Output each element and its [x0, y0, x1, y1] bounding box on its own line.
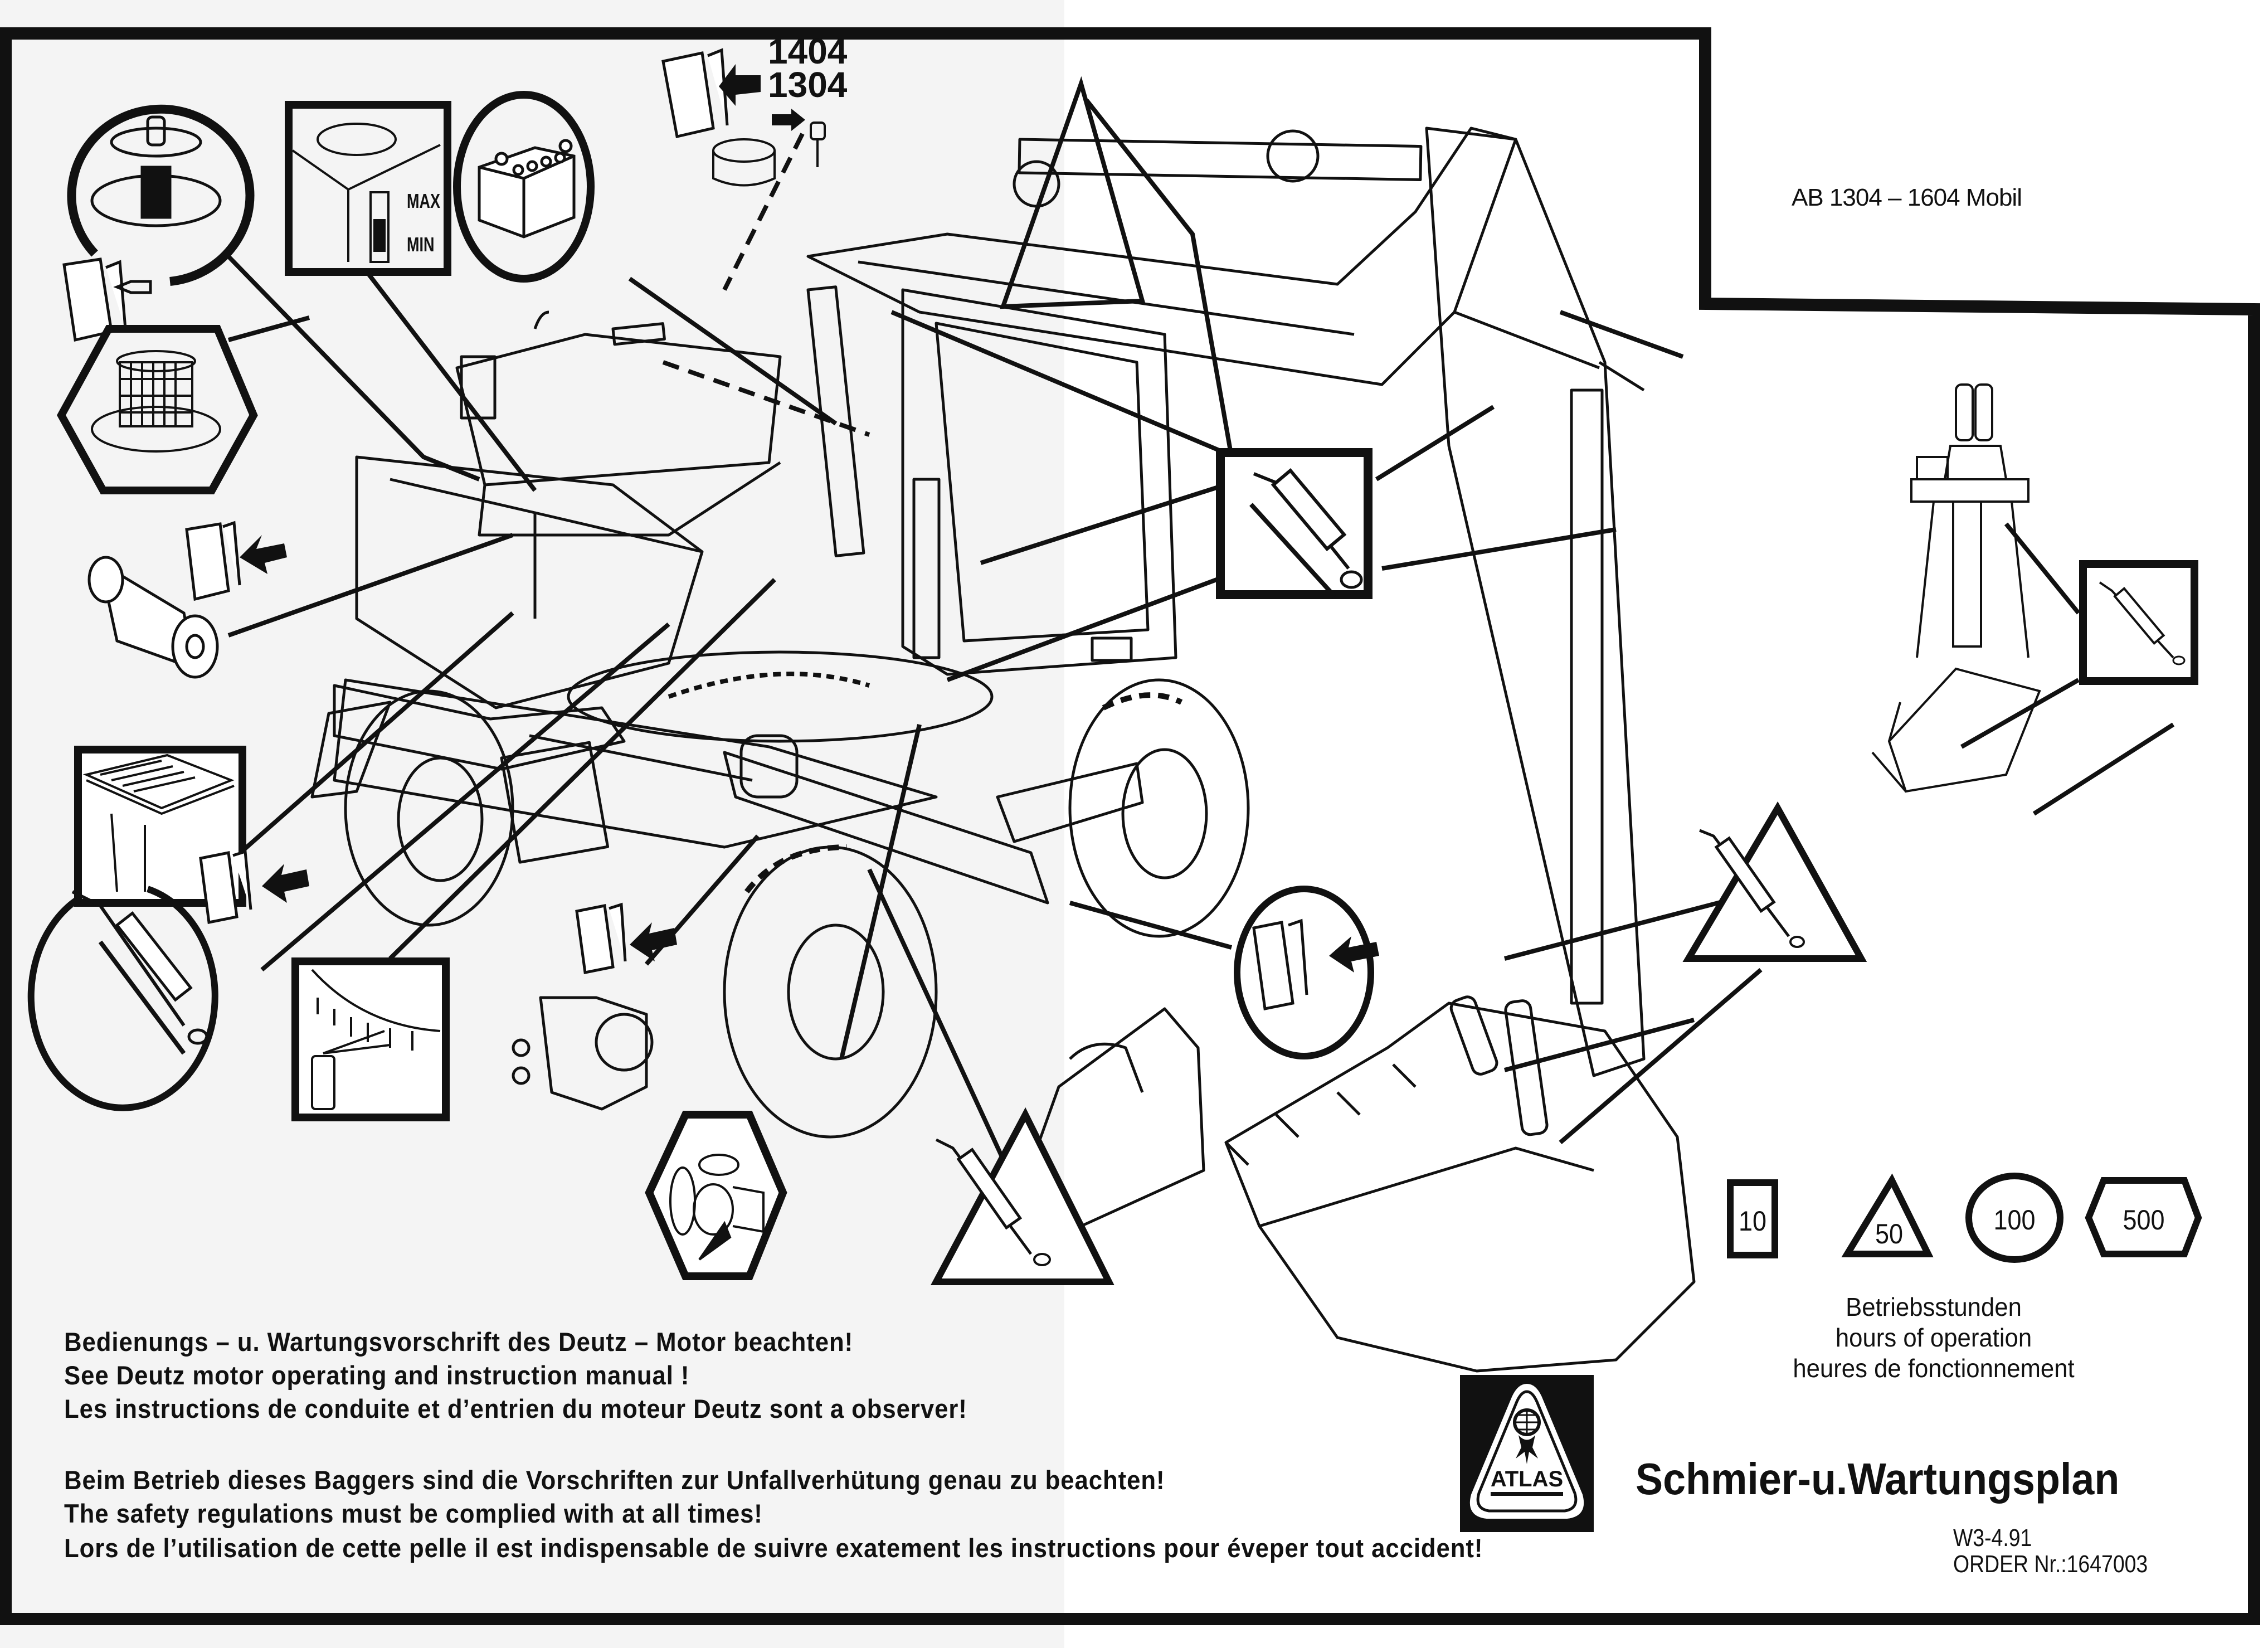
grease-gun-icon-bottom — [935, 1138, 1051, 1266]
rear-wheel — [344, 689, 514, 927]
interval-500-hours: 500 — [2123, 1204, 2165, 1236]
atlas-logo-text: ATLAS — [1491, 1467, 1563, 1491]
interval-50-hours: 50 — [1875, 1218, 1904, 1250]
air-filter-element-icon — [90, 115, 222, 227]
hours-caption-en: hours of operation — [1835, 1323, 2032, 1352]
callout-square-grease-center — [1216, 448, 1373, 599]
counterweight — [333, 684, 626, 771]
atlas-logo: ATLAS — [1460, 1375, 1594, 1532]
callout-triangle-grease-bottom — [931, 1107, 1114, 1285]
page-border — [0, 27, 2260, 1625]
fuel-filter-cartridge-icon — [87, 556, 219, 679]
radiator-cleaning-icon — [82, 753, 235, 892]
dozer-blade — [310, 701, 392, 799]
manual-reference-icon-alternator — [575, 902, 627, 974]
alternator — [539, 996, 648, 1111]
deutz-note-en: See Deutz motor operating and instructio… — [64, 1360, 690, 1390]
manual-reference-icon-radiator — [199, 849, 252, 924]
callout-oval-battery — [453, 91, 595, 283]
variant-label-1304: 1304 — [768, 65, 848, 105]
hours-caption-de: Betriebsstunden — [1846, 1292, 2022, 1321]
hours-caption-fr: heures de fonctionnement — [1793, 1354, 2075, 1383]
interval-legend — [1727, 1173, 2202, 1263]
stick-arm — [1425, 127, 1646, 1077]
grease-gun-icon-grab — [2099, 581, 2186, 665]
grease-gun-icon-right — [1699, 829, 1805, 948]
callout-hexagon-universal-joint — [645, 1111, 787, 1280]
interval-100-hours: 100 — [1993, 1204, 2036, 1236]
interval-square-shape — [1727, 1179, 1778, 1258]
grease-gun-icon — [1249, 468, 1363, 598]
slewing-ring-spray-icon — [311, 969, 441, 1110]
order-number: ORDER Nr.:1647003 — [1953, 1550, 2148, 1578]
front-axle — [723, 751, 1049, 905]
arrow-to-manual-icon-4 — [630, 922, 677, 961]
callout-triangle-grease-right — [1682, 801, 1867, 962]
arrow-to-dipstick-icon — [772, 109, 805, 131]
interval-hexagon-shape — [2085, 1177, 2202, 1257]
interval-circle-shape — [1965, 1173, 2063, 1263]
battery-icon — [478, 139, 576, 239]
operator-cab — [901, 288, 1177, 676]
safety-note-fr: Lors de l’utilisation de cette pelle il … — [64, 1533, 1483, 1563]
callout-square-slewing-ring — [291, 957, 450, 1121]
hydraulic-tank-level-icon — [291, 123, 441, 263]
safety-note-de: Beim Betrieb dieses Baggers sind die Vor… — [64, 1465, 1165, 1495]
dipstick-icon — [712, 121, 826, 187]
document-code: W3-4.91 — [1953, 1524, 2032, 1552]
deutz-note-fr: Les instructions de conduite et d’entrie… — [64, 1394, 967, 1423]
arrow-to-manual-icon-3 — [262, 864, 309, 903]
callout-square-hydraulic-tank — [285, 101, 451, 276]
model-title: AB 1304 – 1604 Mobil — [1792, 184, 2022, 211]
oil-level-min-label: MIN — [407, 233, 435, 256]
excavator-drawing — [310, 127, 1696, 1373]
front-wheel-right — [1068, 678, 1250, 938]
excavator-bucket — [1224, 1002, 1696, 1373]
callout-circle-manual-axle — [1234, 886, 1379, 1059]
plan-title: Schmier-u.Wartungsplan — [1636, 1454, 2120, 1504]
atlas-logo-mark: ATLAS — [1469, 1383, 1584, 1519]
leader-lines — [224, 99, 2175, 1160]
callout-circle-air-filter-cover — [67, 104, 255, 286]
engine-body — [355, 455, 704, 709]
callout-circle-grease-left — [27, 886, 218, 1111]
deutz-note-de: Bedienungs – u. Wartungsvorschrift des D… — [64, 1327, 854, 1357]
fuel-filter-screen-icon — [91, 350, 221, 453]
safety-note-en: The safety regulations must be complied … — [64, 1499, 763, 1528]
boom — [806, 127, 1517, 386]
clamshell-grab-icon — [1871, 383, 2041, 793]
engine-hood — [455, 333, 782, 487]
grease-gun-icon-left — [71, 890, 208, 1055]
manual-reference-icon-mid-left — [185, 521, 241, 601]
universal-joint-icon — [669, 1154, 765, 1261]
arrow-to-manual-icon-2 — [240, 535, 287, 574]
oil-level-max-label: MAX — [407, 189, 440, 212]
manual-reference-icon-top — [661, 48, 729, 139]
callout-triangle-boom-pivot — [1000, 76, 1146, 309]
arrow-to-manual-icon — [719, 64, 761, 106]
callout-hexagon-filter-screen — [57, 325, 258, 494]
callout-square-grease-grab — [2079, 560, 2198, 685]
interval-triangle-shape — [1841, 1173, 1934, 1257]
front-wheel-left — [723, 845, 938, 1139]
slewing-ring — [567, 650, 994, 743]
manual-reference-icon-axle — [1252, 918, 1308, 1010]
arrow-to-manual-icon-5 — [1329, 936, 1379, 973]
chassis — [333, 678, 938, 849]
variant-label-1404: 1404 — [768, 31, 848, 71]
interval-10-hours: 10 — [1738, 1205, 1767, 1237]
manual-reference-icon-left — [62, 257, 152, 342]
